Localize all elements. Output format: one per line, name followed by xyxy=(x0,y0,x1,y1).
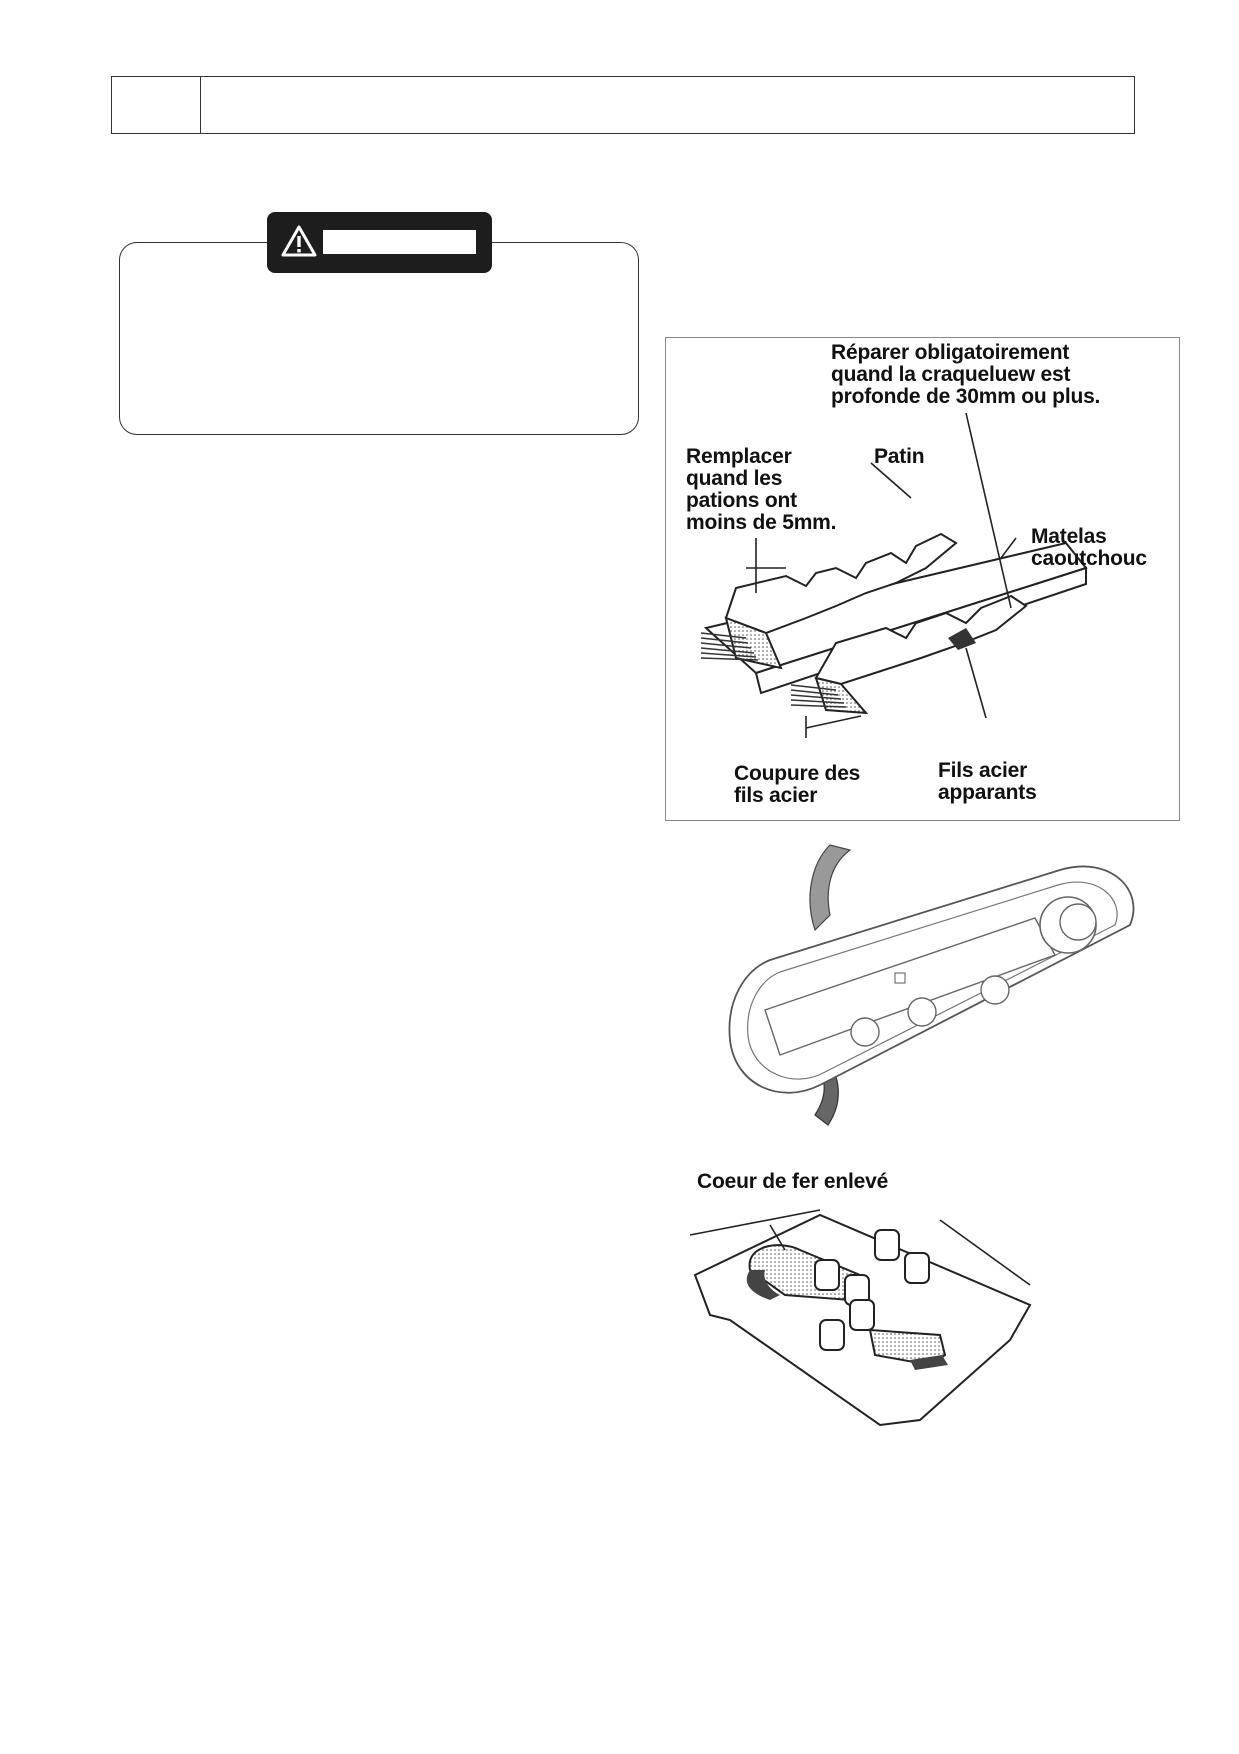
label-core: Coeur de fer enlevé xyxy=(697,1170,889,1193)
core-removed-illustration xyxy=(689,1209,1032,1427)
label-repair: Réparer obligatoirement quand la craquel… xyxy=(831,341,1101,408)
track-wear-illustration xyxy=(700,412,1088,738)
header-cell xyxy=(112,77,201,133)
label-replace: Remplacer quand les pations ont moins de… xyxy=(686,445,837,534)
header-table xyxy=(111,76,1135,134)
track-loop-illustration xyxy=(728,844,1135,1126)
warning-triangle-icon xyxy=(281,225,317,257)
label-coupure: Coupure des fils acier xyxy=(734,762,861,807)
warning-badge xyxy=(267,212,492,273)
label-matelas: Matelas caoutchouc xyxy=(1031,525,1147,570)
label-patin: Patin xyxy=(874,445,925,468)
label-fils: Fils acier apparants xyxy=(938,759,1037,804)
track-wear-figure: Réparer obligatoirement quand la craquel… xyxy=(665,337,1180,821)
warning-label xyxy=(323,230,476,254)
